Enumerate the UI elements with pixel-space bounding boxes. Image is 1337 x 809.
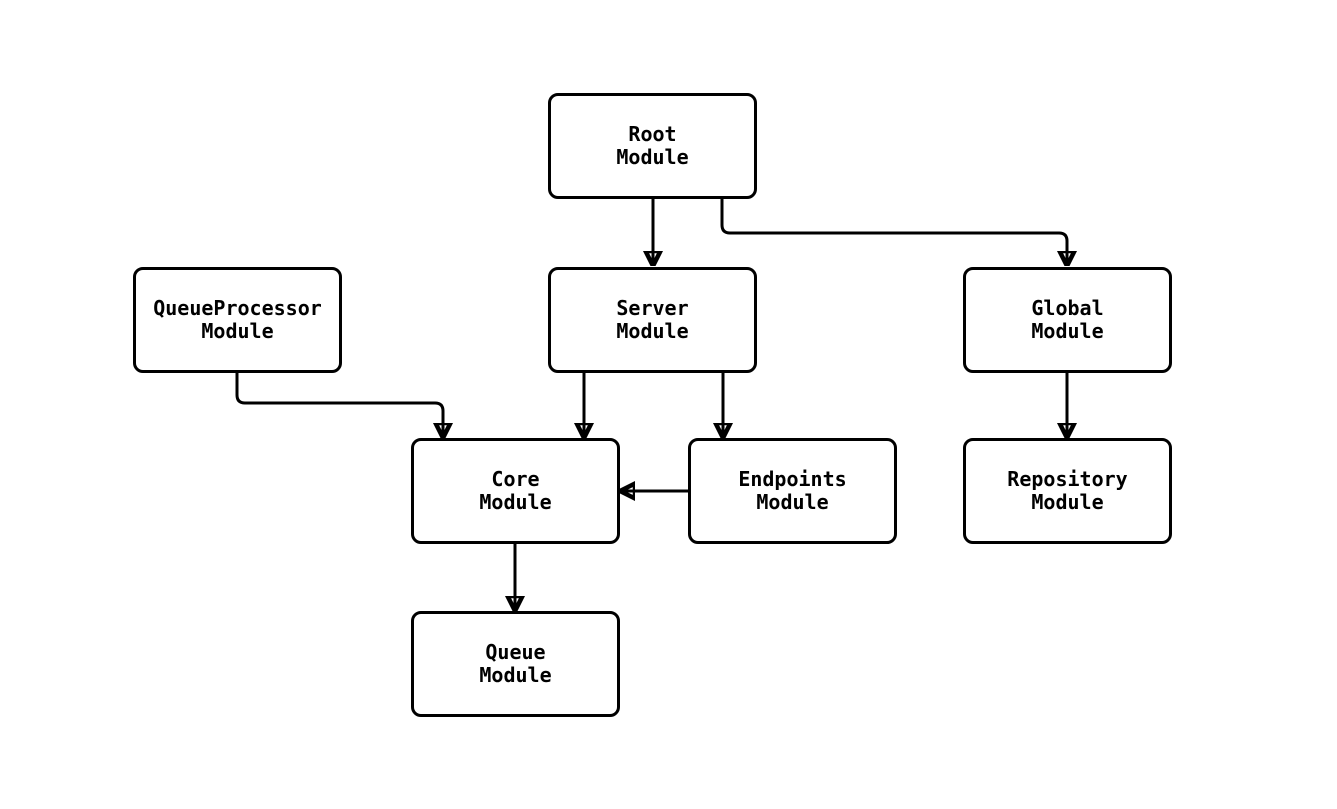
node-queueprocessor-module: QueueProcessor Module [133, 267, 342, 373]
node-repository-module-label: Repository Module [1007, 467, 1128, 514]
edge-root-to-global [720, 198, 1067, 266]
node-queue-module-label: Queue Module [479, 640, 552, 687]
node-queueprocessor-module-label: QueueProcessor Module [153, 296, 322, 343]
node-queue-module: Queue Module [411, 611, 620, 717]
node-core-module-label: Core Module [479, 467, 552, 514]
node-endpoints-module: Endpoints Module [688, 438, 897, 544]
node-root-module-label: Root Module [616, 122, 689, 169]
node-core-module: Core Module [411, 438, 620, 544]
edge-queueprocessor-to-core [235, 372, 443, 438]
node-global-module-label: Global Module [1031, 296, 1104, 343]
node-repository-module: Repository Module [963, 438, 1172, 544]
node-root-module: Root Module [548, 93, 757, 199]
node-global-module: Global Module [963, 267, 1172, 373]
node-server-module: Server Module [548, 267, 757, 373]
node-server-module-label: Server Module [616, 296, 689, 343]
node-endpoints-module-label: Endpoints Module [738, 467, 847, 514]
